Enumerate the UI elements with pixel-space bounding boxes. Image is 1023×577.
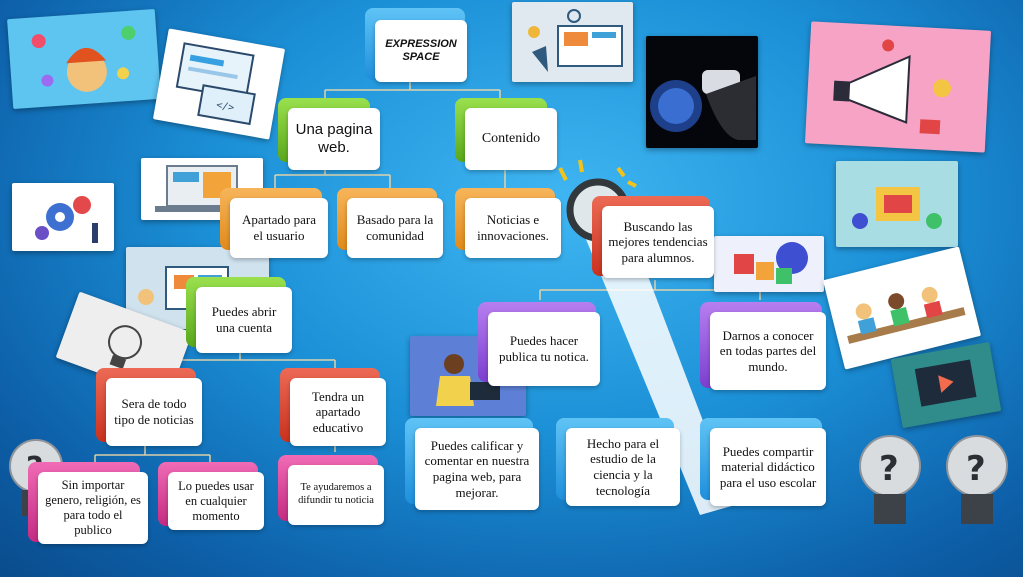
node-comunidad[interactable]: Basado para la comunidad xyxy=(337,188,443,258)
node-tendencias[interactable]: Buscando las mejores tendencias para alu… xyxy=(592,196,714,278)
node-label: Hecho para el estudio de la ciencia y la… xyxy=(566,428,680,506)
cloud-search-picture xyxy=(512,2,633,82)
node-apartado-educativo[interactable]: Tendra un apartado educativo xyxy=(280,368,386,446)
vr-headset-picture xyxy=(646,36,758,148)
node-label: Apartado para el usuario xyxy=(230,198,328,258)
node-label: Lo puedes usar en cualquier momento xyxy=(168,472,264,530)
root-title: EXPRESSION SPACE xyxy=(375,20,467,82)
node-label: Tendra un apartado educativo xyxy=(290,378,386,446)
node-difundir-noticia[interactable]: Te ayudaremos a difundir tu noticia xyxy=(278,455,384,525)
web-design-picture: </> xyxy=(152,28,286,140)
node-label: Sera de todo tipo de noticias xyxy=(106,378,202,446)
svg-text:?: ? xyxy=(879,449,899,489)
brainstorm-picture xyxy=(7,8,161,110)
node-label: Puedes abrir una cuenta xyxy=(196,287,292,353)
lightbulb-question-icon: ? xyxy=(942,432,1012,537)
teamwork-gears-picture xyxy=(12,183,114,251)
node-pagina-web[interactable]: Una pagina web. xyxy=(278,98,380,170)
lightbulb-question-icon: ? xyxy=(855,432,925,537)
node-label: Puedes calificar y comentar en nuestra p… xyxy=(415,428,539,510)
node-publica-noticia[interactable]: Puedes hacer publica tu notica. xyxy=(478,302,600,386)
megaphone-picture xyxy=(804,21,992,153)
svg-text:</>: </> xyxy=(215,100,235,114)
classroom-picture xyxy=(822,246,982,370)
node-label: Darnos a conocer en todas partes del mun… xyxy=(710,312,826,390)
node-calificar-comentar[interactable]: Puedes calificar y comentar en nuestra p… xyxy=(405,418,539,510)
bulb-sketch-picture xyxy=(55,291,193,399)
node-darnos-conocer[interactable]: Darnos a conocer en todas partes del mun… xyxy=(700,302,826,390)
node-label: Sin importar genero, religión, es para t… xyxy=(38,472,148,544)
node-label: Buscando las mejores tendencias para alu… xyxy=(602,206,714,278)
node-label: Puedes hacer publica tu notica. xyxy=(488,312,600,386)
node-noticias-innovaciones[interactable]: Noticias e innovaciones. xyxy=(455,188,561,258)
puzzle-team-picture xyxy=(714,236,824,292)
node-sin-importar[interactable]: Sin importar genero, religión, es para t… xyxy=(28,462,148,544)
node-label: Puedes compartir material didáctico para… xyxy=(710,428,826,506)
video-lesson-picture xyxy=(890,341,1002,429)
node-label: Basado para la comunidad xyxy=(347,198,443,258)
node-abrir-cuenta[interactable]: Puedes abrir una cuenta xyxy=(186,277,292,353)
startup-picture xyxy=(836,161,958,247)
node-ciencia-tecnologia[interactable]: Hecho para el estudio de la ciencia y la… xyxy=(556,418,680,506)
node-contenido[interactable]: Contenido xyxy=(455,98,557,170)
node-material-didactico[interactable]: Puedes compartir material didáctico para… xyxy=(700,418,826,506)
node-label: Contenido xyxy=(465,108,557,170)
node-cualquier-momento[interactable]: Lo puedes usar en cualquier momento xyxy=(158,462,264,530)
node-apartado-usuario[interactable]: Apartado para el usuario xyxy=(220,188,328,258)
node-label: Noticias e innovaciones. xyxy=(465,198,561,258)
node-label: Te ayudaremos a difundir tu noticia xyxy=(288,465,384,525)
node-todo-tipo-noticias[interactable]: Sera de todo tipo de noticias xyxy=(96,368,202,446)
svg-text:?: ? xyxy=(966,449,986,489)
node-label: Una pagina web. xyxy=(288,108,380,170)
root-node[interactable]: EXPRESSION SPACE xyxy=(365,8,467,82)
